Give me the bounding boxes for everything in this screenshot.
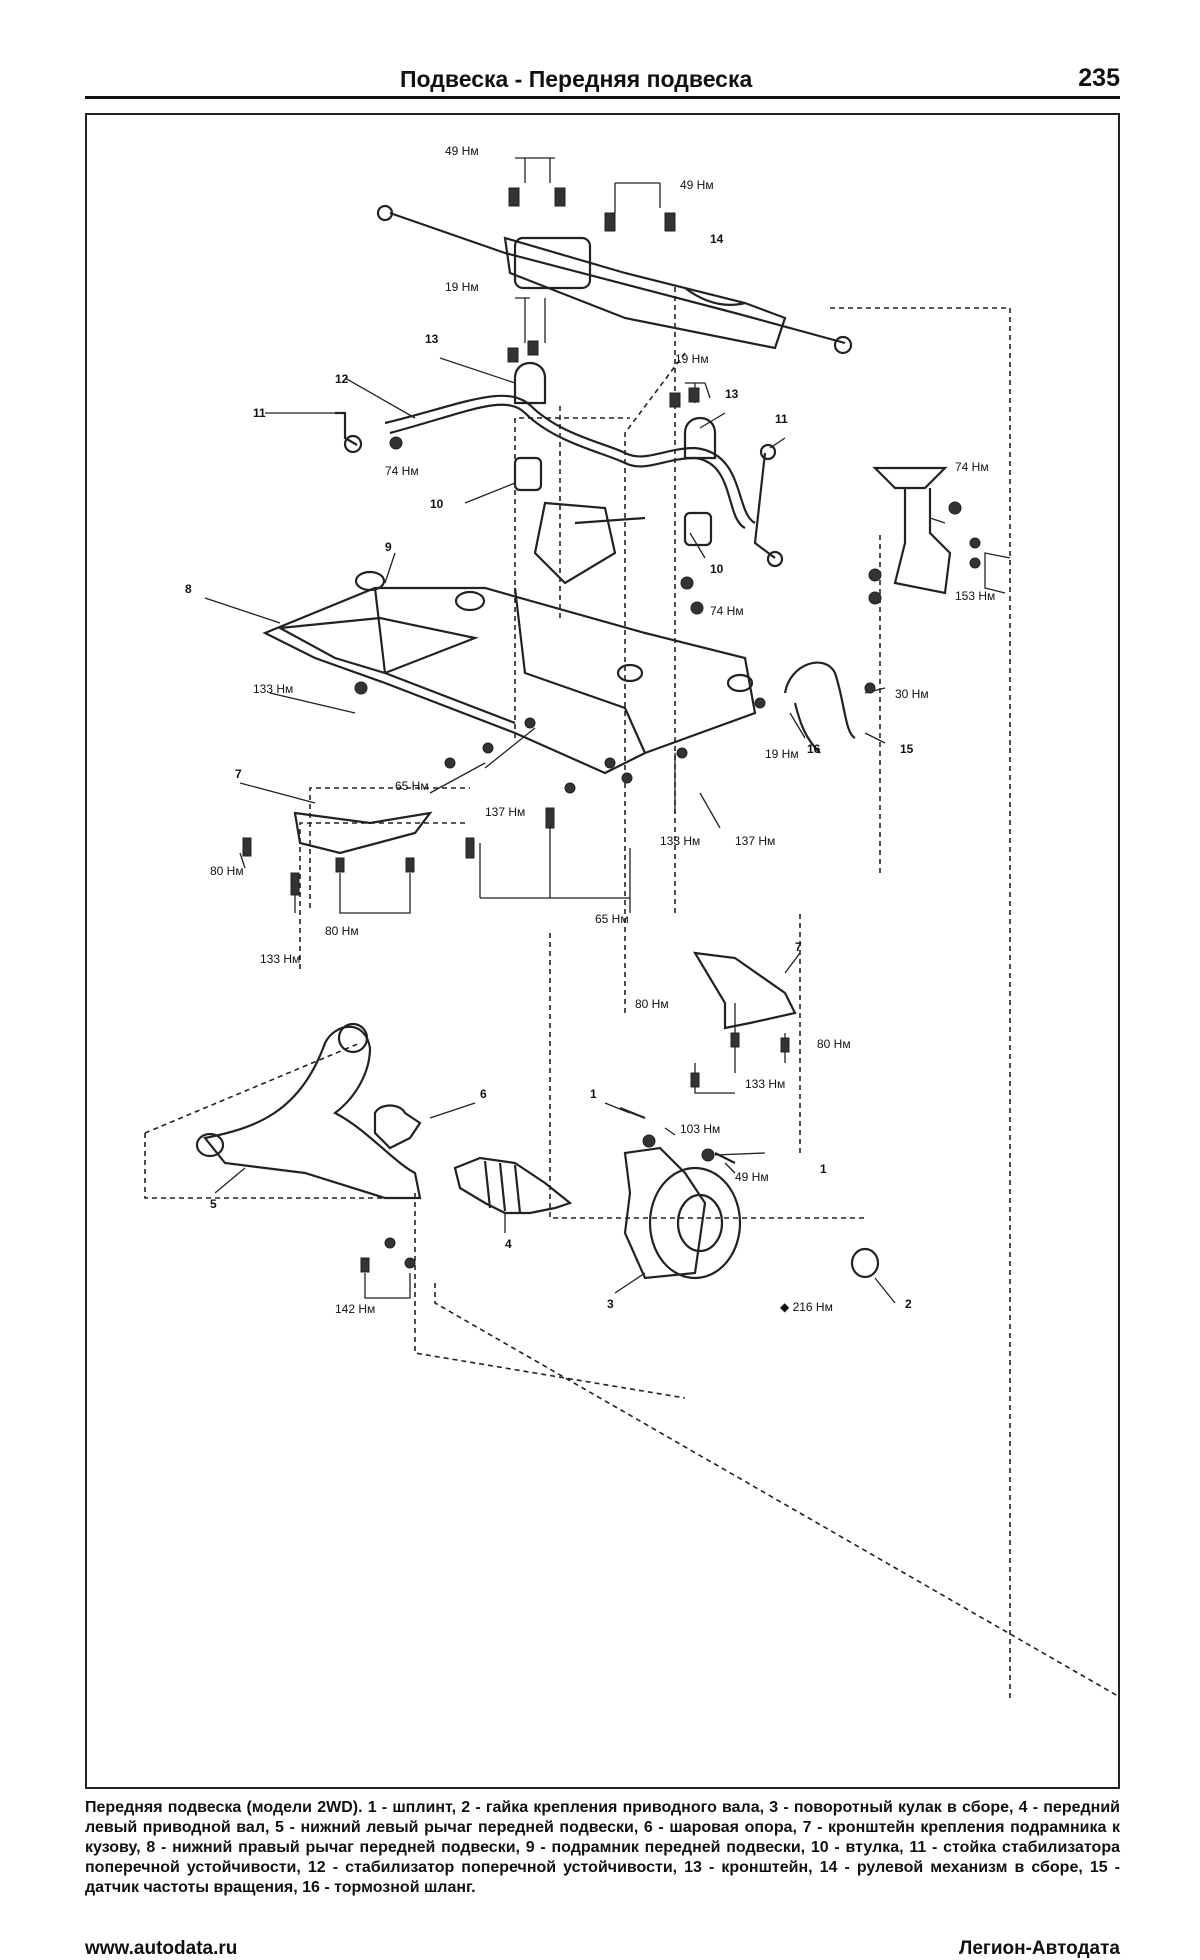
label-10a: 10 bbox=[430, 497, 444, 511]
torque-80-mid: 80 Нм bbox=[325, 924, 359, 938]
label-5: 5 bbox=[210, 1197, 217, 1211]
torque-65-top: 65 Нм bbox=[395, 779, 429, 793]
torque-19-right: 19 Нм bbox=[675, 352, 709, 366]
torque-137-left: 137 Нм bbox=[485, 805, 525, 819]
label-10b: 10 bbox=[710, 562, 724, 576]
torque-80-left: 80 Нм bbox=[210, 864, 244, 878]
page-header: Подвеска - Передняя подвеска 235 bbox=[85, 62, 1120, 99]
footer-publisher: Легион-Автодата bbox=[959, 1938, 1120, 1959]
page-title: Подвеска - Передняя подвеска bbox=[400, 66, 753, 92]
label-13b: 13 bbox=[725, 387, 739, 401]
torque-49-top-left: 49 Нм bbox=[445, 144, 479, 158]
torque-137-right: 137 Нм bbox=[735, 834, 775, 848]
torque-19-sensor: 19 Нм bbox=[765, 747, 799, 761]
torque-74-right-top: 74 Нм bbox=[955, 460, 989, 474]
torque-80-right-upper: 80 Нм bbox=[635, 997, 669, 1011]
label-16: 16 bbox=[807, 742, 821, 756]
footer-website[interactable]: www.autodata.ru bbox=[85, 1938, 238, 1959]
torque-133-mid: 133 Нм bbox=[660, 834, 700, 848]
torque-216: ◆ 216 Нм bbox=[780, 1300, 833, 1314]
label-13a: 13 bbox=[425, 332, 439, 346]
label-3: 3 bbox=[607, 1297, 614, 1311]
page-number: 235 bbox=[1078, 64, 1120, 92]
label-1: 1 bbox=[590, 1087, 597, 1101]
label-11a: 11 bbox=[253, 406, 266, 420]
label-2: 2 bbox=[905, 1297, 912, 1311]
torque-49-lower: 49 Нм bbox=[735, 1170, 769, 1184]
label-15: 15 bbox=[900, 742, 914, 756]
label-11b: 11 bbox=[775, 412, 788, 426]
label-4: 4 bbox=[505, 1237, 512, 1251]
torque-74-mid: 74 Нм bbox=[710, 604, 744, 618]
label-9: 9 bbox=[385, 540, 392, 554]
label-8: 8 bbox=[185, 582, 192, 596]
torque-133-left: 133 Нм bbox=[253, 682, 293, 696]
label-12: 12 bbox=[335, 372, 349, 386]
label-6: 6 bbox=[480, 1087, 487, 1101]
torque-80-right: 80 Нм bbox=[817, 1037, 851, 1051]
torque-30: 30 Нм bbox=[895, 687, 929, 701]
torque-49-top-right: 49 Нм bbox=[680, 178, 714, 192]
torque-74-left: 74 Нм bbox=[385, 464, 419, 478]
figure-caption: Передняя подвеска (модели 2WD). 1 - шпли… bbox=[85, 1799, 1120, 1896]
suspension-diagram: 1 1 2 3 4 5 6 7 7 8 9 10 10 11 11 12 13 … bbox=[85, 113, 1120, 1789]
torque-19-left: 19 Нм bbox=[445, 280, 479, 294]
torque-142: 142 Нм bbox=[335, 1302, 375, 1316]
torque-133-lower-left: 133 Нм bbox=[260, 952, 300, 966]
torque-65-bottom: 65 Нм bbox=[595, 912, 629, 926]
torque-103: 103 Нм bbox=[680, 1122, 720, 1136]
torque-153: 153 Нм bbox=[955, 589, 995, 603]
label-7a: 7 bbox=[235, 767, 242, 781]
label-14: 14 bbox=[710, 232, 724, 246]
torque-133-right: 133 Нм bbox=[745, 1077, 785, 1091]
label-7b: 7 bbox=[795, 940, 802, 954]
label-1b: 1 bbox=[820, 1162, 827, 1176]
